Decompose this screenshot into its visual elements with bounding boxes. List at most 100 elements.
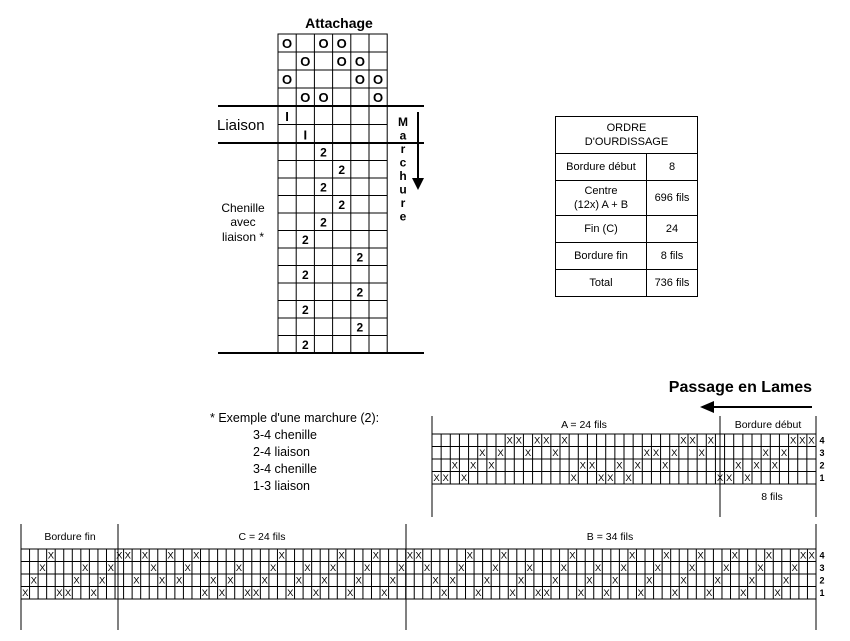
treadle-mark: 2 (320, 216, 327, 230)
table-row: Bordure fin 8 fils (555, 242, 698, 270)
bottom-threading-mark: X (766, 551, 773, 562)
treadle-mark: 2 (320, 146, 327, 160)
bottom-threading-mark: X (330, 563, 337, 574)
tieup-mark: O (282, 72, 292, 87)
bottom-threading-mark: X (509, 588, 516, 599)
section-b-label: B = 34 fils (587, 531, 633, 543)
border-end-label: Bordure fin (44, 531, 96, 543)
tieup-mark: O (355, 54, 365, 69)
row-label: Bordure début (555, 153, 647, 181)
bottom-threading-mark: X (65, 588, 72, 599)
bottom-threading-mark: X (150, 563, 157, 574)
marchure-letter: r (401, 196, 406, 210)
row-value: 696 fils (646, 180, 698, 216)
bottom-threading-mark: X (133, 576, 140, 587)
note-title: * Exemple d'une marchure (2): (210, 411, 380, 425)
top-threading-mark: X (744, 473, 751, 484)
bottom-threading-mark: X (441, 588, 448, 599)
bottom-threading-mark: X (82, 563, 89, 574)
bottom-threading-mark: X (253, 588, 260, 599)
bottom-threading-mark: X (697, 551, 704, 562)
top-threading-mark: X (653, 448, 660, 459)
tieup-mark: O (373, 90, 383, 105)
table-row: Centre (12x) A + B 696 fils (555, 180, 698, 216)
warping-order-table: ORDRE D'OURDISSAGE Bordure début 8 Centr… (555, 116, 698, 297)
top-threading-mark: X (644, 448, 651, 459)
bottom-threading-shaft-label: 2 (819, 576, 824, 586)
tieup-mark: O (337, 36, 347, 51)
bottom-threading-mark: X (279, 551, 286, 562)
bottom-threading-mark: X (398, 563, 405, 574)
treadle-mark: 2 (320, 181, 327, 195)
bottom-threading-mark: X (287, 588, 294, 599)
bottom-threading-mark: X (484, 576, 491, 587)
tieup-mark: O (337, 54, 347, 69)
bottom-threading-mark: X (296, 576, 303, 587)
border-count-label: 8 fils (761, 491, 783, 503)
header-line-1: ORDRE (606, 122, 647, 134)
warping-table-header: ORDRE D'OURDISSAGE (555, 116, 698, 154)
top-threading-shaft-label: 1 (819, 473, 824, 483)
bottom-threading-mark: X (270, 563, 277, 574)
top-threading-mark: X (507, 436, 514, 447)
top-threading-mark: X (607, 473, 614, 484)
liaison-mark: I (285, 109, 289, 124)
marchure-letter: u (399, 183, 406, 197)
bottom-threading-mark: X (569, 551, 576, 562)
marchure-letter: r (401, 142, 406, 156)
bottom-threading-mark: X (706, 588, 713, 599)
section-c-label: C = 24 fils (239, 531, 286, 543)
top-threading-mark: X (516, 436, 523, 447)
top-threading-mark: X (534, 436, 541, 447)
bottom-threading-mark: X (373, 551, 380, 562)
bottom-threading-mark: X (475, 588, 482, 599)
marchure-letter: c (400, 156, 407, 170)
bottom-threading-mark: X (202, 588, 209, 599)
top-threading-mark: X (699, 448, 706, 459)
tieup-mark: O (355, 72, 365, 87)
top-threading-mark: X (497, 448, 504, 459)
table-row: Bordure début 8 (555, 153, 698, 181)
top-threading-mark: X (479, 448, 486, 459)
bottom-threading-mark: X (321, 576, 328, 587)
bottom-threading-mark: X (561, 563, 568, 574)
row-label: Bordure fin (555, 242, 647, 270)
bottom-threading-mark: X (176, 576, 183, 587)
top-threading-mark: X (781, 448, 788, 459)
bottom-threading-mark: X (467, 551, 474, 562)
treadle-mark: 2 (357, 286, 364, 300)
bottom-threading-mark: X (90, 588, 97, 599)
treadle-mark: 2 (302, 233, 309, 247)
note-line: 3-4 chenille (253, 462, 317, 476)
top-threading-mark: X (525, 448, 532, 459)
row-label-line-1: Centre (584, 185, 618, 197)
bottom-threading-mark: X (424, 563, 431, 574)
top-threading-shaft-label: 3 (819, 448, 824, 458)
bottom-threading-mark: X (749, 576, 756, 587)
treadle-mark: 2 (302, 338, 309, 352)
bottom-threading-mark: X (193, 551, 200, 562)
tieup-mark: O (300, 90, 310, 105)
bottom-threading-mark: X (210, 576, 217, 587)
bottom-threading-shaft-label: 1 (819, 588, 824, 598)
bottom-threading-mark: X (526, 563, 533, 574)
bottom-threading-mark: X (783, 576, 790, 587)
bottom-threading-mark: X (338, 551, 345, 562)
bottom-threading-mark: X (535, 588, 542, 599)
section-a-label: A = 24 fils (561, 419, 607, 431)
note-line: 3-4 chenille (253, 428, 317, 442)
bottom-threading-mark: X (227, 576, 234, 587)
bottom-threading-mark: X (620, 563, 627, 574)
top-threading-mark: X (461, 473, 468, 484)
attachage-title: Attachage (305, 15, 373, 31)
top-threading-mark: X (708, 436, 715, 447)
liaison-label: Liaison (217, 117, 265, 134)
row-label: Centre (12x) A + B (555, 180, 647, 216)
top-threading-mark: X (589, 461, 596, 472)
marchure-note: * Exemple d'une marchure (2): 3-4 chenil… (210, 410, 379, 495)
bottom-threading-mark: X (774, 588, 781, 599)
bottom-threading-mark: X (56, 588, 63, 599)
bottom-threading-mark: X (663, 551, 670, 562)
bottom-threading-mark: X (791, 563, 798, 574)
